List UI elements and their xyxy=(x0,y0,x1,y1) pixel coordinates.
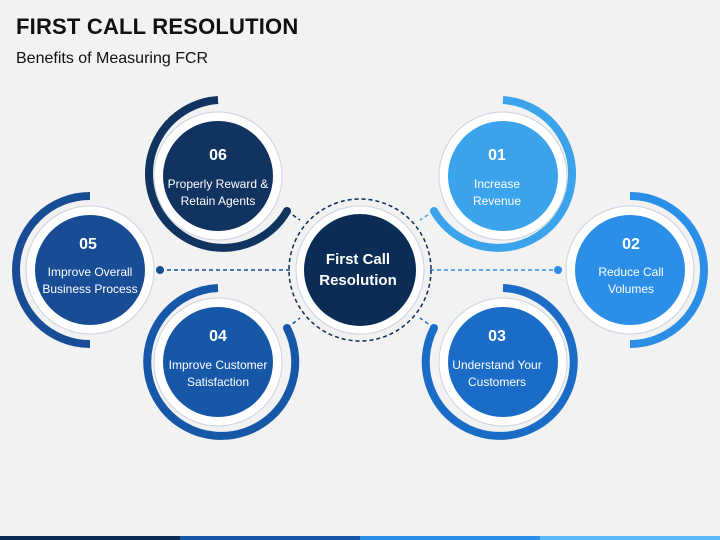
node-01-number: 01 xyxy=(488,147,506,164)
page-title: FIRST CALL RESOLUTION xyxy=(16,14,299,39)
node-03-circle xyxy=(448,307,558,417)
node-04-number: 04 xyxy=(209,328,227,345)
node-04-outer-arc xyxy=(143,284,300,440)
node-02-circle xyxy=(575,215,685,325)
node-01-label-line2: Revenue xyxy=(473,194,521,208)
node-06-label-line2: Retain Agents xyxy=(181,194,256,208)
center-circle xyxy=(304,214,416,326)
node-05-dot xyxy=(156,266,164,274)
node-05-label-line1: Improve Overall xyxy=(48,265,133,279)
node-04-label-line1: Improve Customer xyxy=(169,358,268,372)
bottom-bar-segment-1 xyxy=(0,536,180,540)
node-05-label-line2: Business Process xyxy=(42,282,137,296)
node-01-label-line1: Increase xyxy=(474,177,520,191)
node-03: 03 Understand Your Customers xyxy=(421,284,578,440)
node-02-label-line1: Reduce Call xyxy=(598,265,663,279)
node-01-dot xyxy=(430,207,438,215)
bottom-bar-segment-2 xyxy=(180,536,360,540)
node-05-number: 05 xyxy=(79,236,97,253)
node-04-label-line2: Satisfaction xyxy=(187,375,249,389)
node-06-label-line1: Properly Reward & xyxy=(168,177,269,191)
center-label-line2: Resolution xyxy=(319,272,397,289)
center-label-line1: First Call xyxy=(326,251,390,268)
node-02: 02 Reduce Call Volumes xyxy=(554,192,708,348)
center-dashed-ring xyxy=(288,198,432,342)
node-03-dot xyxy=(430,324,438,332)
node-02-dot xyxy=(554,266,562,274)
node-04-circle xyxy=(163,307,273,417)
node-03-number: 03 xyxy=(488,328,506,345)
node-04: 04 Improve Customer Satisfaction xyxy=(143,284,300,440)
node-03-label-line2: Customers xyxy=(468,375,526,389)
node-02-number: 02 xyxy=(622,236,640,253)
node-06-outer-arc xyxy=(145,96,291,252)
node-06-number: 06 xyxy=(209,147,227,164)
node-05-outer-arc xyxy=(12,192,91,348)
node-04-dot xyxy=(283,324,291,332)
node-06: 06 Properly Reward & Retain Agents xyxy=(145,96,291,252)
node-06-dot xyxy=(283,207,291,215)
node-05-circle xyxy=(35,215,145,325)
node-02-outer-arc xyxy=(629,192,708,348)
page-subtitle: Benefits of Measuring FCR xyxy=(16,50,209,67)
bottom-bar-segment-3 xyxy=(360,536,540,540)
node-03-label-line1: Understand Your xyxy=(452,358,541,372)
node-06-circle xyxy=(163,121,273,231)
center-hub: First Call Resolution xyxy=(288,198,432,342)
node-05: 05 Improve Overall Business Process xyxy=(12,192,164,348)
node-01-circle xyxy=(448,121,558,231)
bottom-bar-segment-4 xyxy=(540,536,720,540)
node-01-outer-arc xyxy=(430,96,576,252)
bottom-accent-bar xyxy=(0,536,720,540)
node-02-label-line2: Volumes xyxy=(608,282,654,296)
node-03-outer-arc xyxy=(421,284,578,440)
node-01: 01 Increase Revenue xyxy=(430,96,576,252)
